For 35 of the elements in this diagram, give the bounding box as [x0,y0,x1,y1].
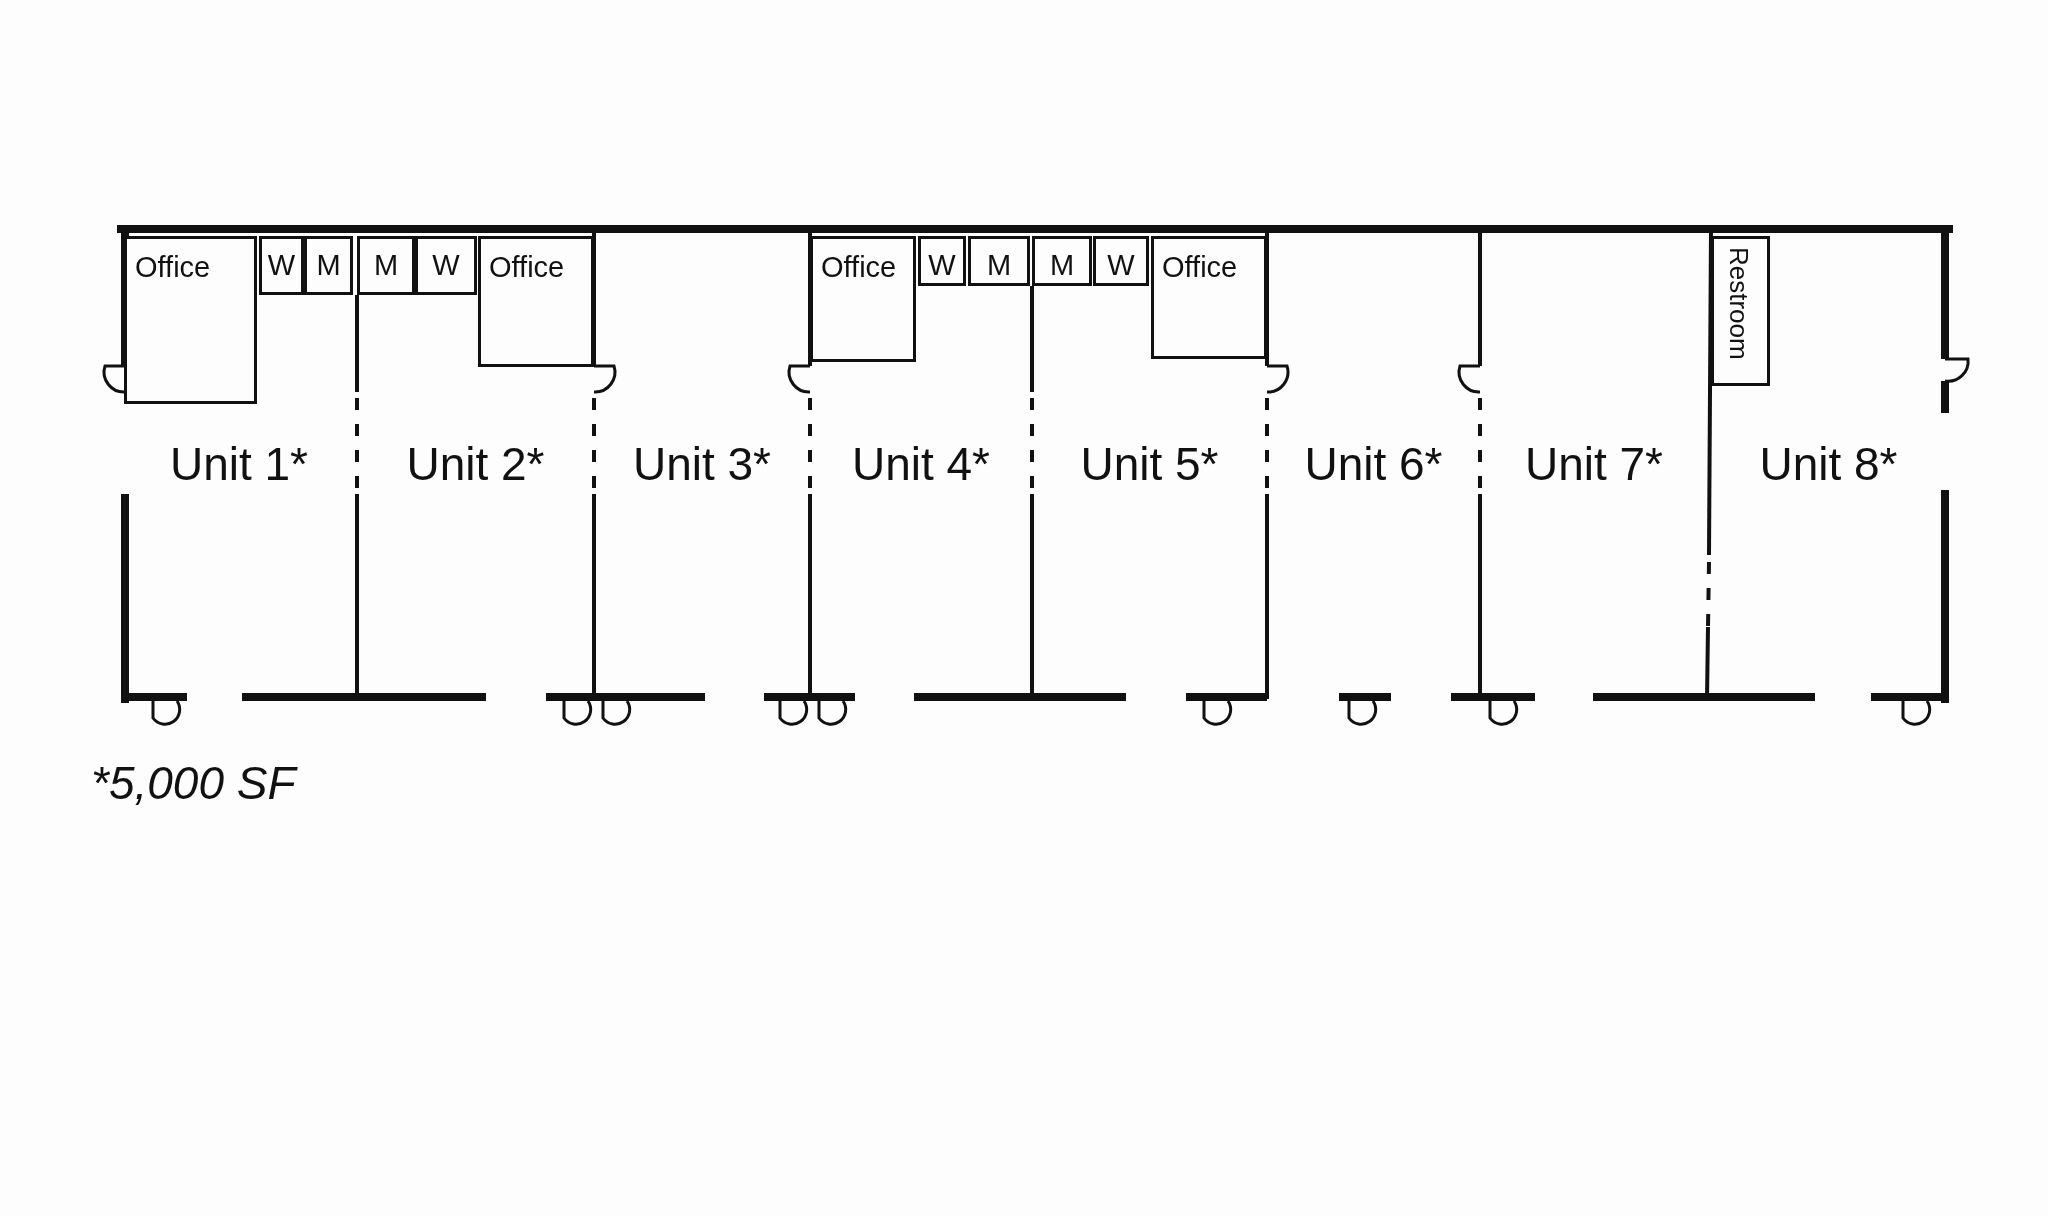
room-label: Office [489,253,565,282]
washroom [1093,236,1149,286]
room-label: W [927,251,957,280]
area-note: *5,000 SF [91,756,296,810]
washroom [1032,236,1092,286]
unit-label: Unit 4* [850,437,992,491]
room-label: W [266,251,297,280]
unit-label: Unit 1* [168,437,310,491]
washroom [918,236,966,286]
room-label: Restroom [1726,247,1752,360]
office-room [1151,236,1267,359]
room-label: M [372,251,400,280]
washroom [415,236,477,295]
unit-label: Unit 3* [631,437,773,491]
restroom-room [1711,236,1770,386]
office-room [124,236,257,404]
unit-label: Unit 2* [405,437,546,491]
room-label: M [315,251,342,280]
unit-label: Unit 8* [1758,437,1899,491]
washroom [357,236,415,295]
office-room [810,236,916,362]
unit-label: Unit 5* [1079,437,1220,491]
office-room [478,236,594,367]
room-label: W [431,251,461,280]
room-label: Office [821,253,897,282]
room-label: W [1106,251,1136,280]
washroom [304,236,353,295]
room-label: Office [135,253,211,282]
unit-label: Unit 7* [1523,437,1665,491]
washroom [968,236,1030,286]
room-label: Office [1162,253,1238,282]
room-label: M [1048,251,1076,280]
washroom [259,236,304,295]
unit-label: Unit 6* [1303,437,1444,491]
room-label: M [985,251,1013,280]
